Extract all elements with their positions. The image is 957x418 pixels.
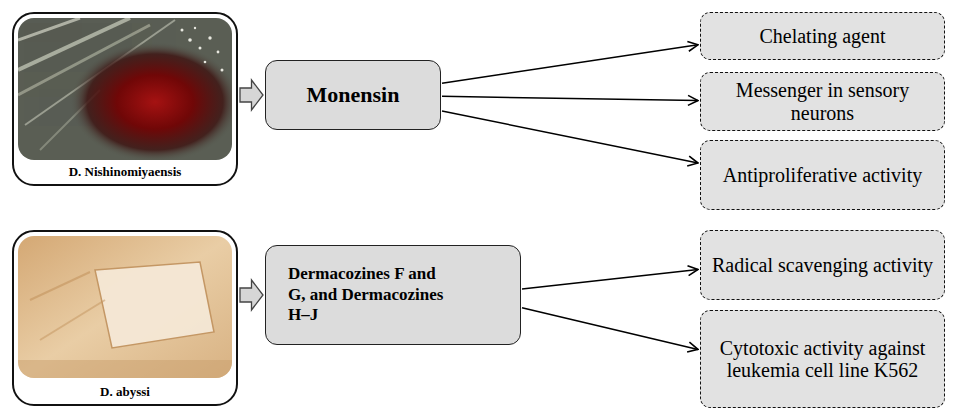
organism-label: D. abyssi	[97, 384, 153, 400]
box-label: Chelating agent	[759, 25, 885, 47]
streak	[30, 272, 90, 300]
arrow-line	[442, 111, 698, 163]
process-box: Dermacozines F and G, and Dermacozines H…	[265, 245, 521, 345]
box-label: Antiproliferative activity	[723, 164, 922, 186]
result-box: Chelating agent	[700, 12, 945, 60]
plate-edge	[18, 360, 232, 378]
block-arrow	[240, 80, 263, 110]
box-label: Monensin	[307, 82, 400, 108]
arrow-line	[442, 96, 698, 100]
plate-ground	[18, 236, 232, 378]
red-colony-plate	[18, 18, 232, 160]
red-colony	[70, 42, 232, 160]
streak-area	[95, 262, 214, 348]
box-label: Radical scavenging activity	[712, 254, 933, 276]
streak	[40, 300, 105, 340]
arrow-line	[522, 308, 698, 350]
result-box: Cytotoxic activity against leukemia cell…	[700, 310, 945, 408]
result-box: Radical scavenging activity	[700, 230, 945, 300]
process-box: Monensin	[265, 60, 441, 130]
organism-label: D. Nishinomiyaensis	[66, 164, 185, 180]
result-box: Messenger in sensory neurons	[700, 72, 945, 131]
image-box: D. Nishinomiyaensis	[12, 12, 238, 186]
box-label: Cytotoxic activity against leukemia cell…	[709, 337, 936, 382]
block-arrow	[240, 280, 263, 310]
tan-colony-plate	[18, 236, 232, 378]
box-label: Messenger in sensory neurons	[709, 79, 936, 124]
streak	[18, 18, 80, 40]
colony-dots	[181, 27, 224, 72]
result-box: Antiproliferative activity	[700, 140, 945, 210]
box-label: Dermacozines F and G, and Dermacozines H…	[288, 264, 448, 325]
image-box: D. abyssi	[12, 230, 238, 406]
arrow-line	[442, 45, 698, 83]
arrow-line	[522, 270, 698, 290]
